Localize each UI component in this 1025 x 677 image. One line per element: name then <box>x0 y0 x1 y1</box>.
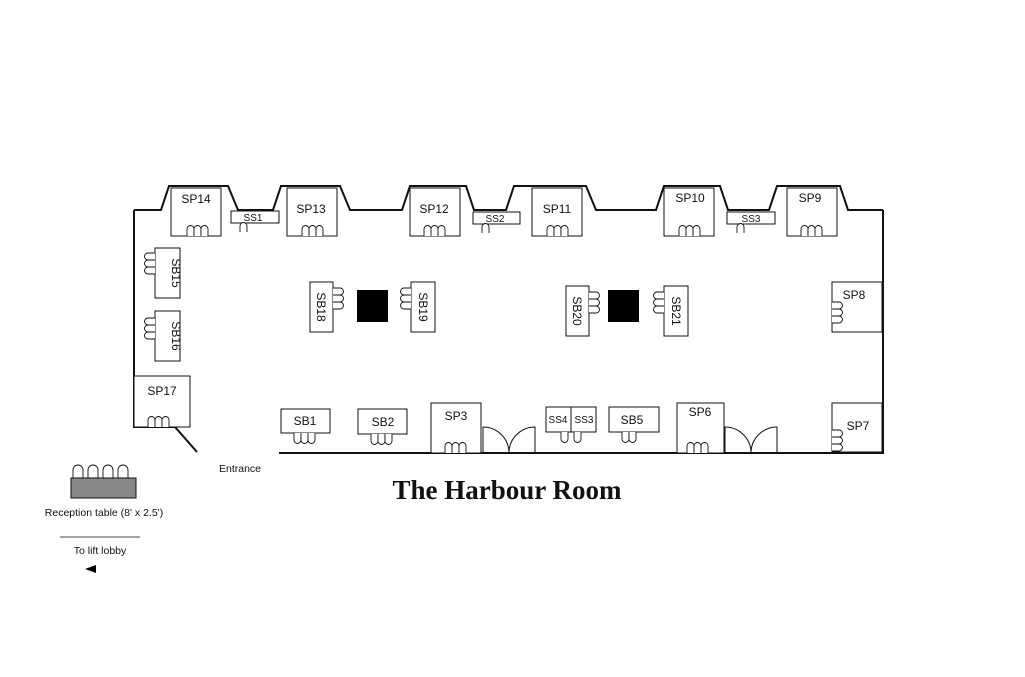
reception-label: Reception table (8' x 2.5') <box>45 507 163 519</box>
chair-icon <box>370 434 393 445</box>
booth-label: SB18 <box>314 292 328 322</box>
page-title: The Harbour Room <box>392 475 622 505</box>
booth-label: SP17 <box>147 384 177 398</box>
booth-sb5[interactable]: SB5 <box>608 406 660 443</box>
booth-sp7[interactable]: SP7 <box>831 402 883 453</box>
booth-label: SS3 <box>742 214 761 225</box>
booth-label: SB2 <box>372 415 395 429</box>
chair-icon <box>333 287 344 310</box>
lift-lobby-label: To lift lobby <box>74 545 127 557</box>
booth-sb16[interactable]: SB16 <box>144 310 183 362</box>
booth-label: SS1 <box>244 213 263 224</box>
door-east <box>724 426 778 454</box>
booth-ss2[interactable]: SS2 <box>472 211 521 233</box>
reception-table <box>70 464 137 499</box>
chair-icon <box>186 225 209 236</box>
arrow-left-icon <box>85 565 96 573</box>
entrance-label: Entrance <box>219 463 261 475</box>
chair-icon <box>546 225 569 236</box>
chair-icon <box>678 225 701 236</box>
booth-label: SP8 <box>843 288 866 302</box>
booth-label: SB16 <box>169 321 183 351</box>
booth-sp6[interactable]: SP6 <box>676 402 725 454</box>
chair-icon <box>423 225 446 236</box>
booth-sp14[interactable]: SP14 <box>170 187 222 237</box>
booth-sp10[interactable]: SP10 <box>663 187 715 237</box>
booth-label: SS4 <box>549 415 568 426</box>
booth-label: SP13 <box>296 202 326 216</box>
booth-sb2[interactable]: SB2 <box>357 408 408 445</box>
booth-sp8[interactable]: SP8 <box>831 281 883 333</box>
booth-sp13[interactable]: SP13 <box>286 187 338 237</box>
chair-icon <box>147 416 170 427</box>
chair-icon <box>144 317 155 340</box>
chair-icon <box>589 291 600 314</box>
chair-icon <box>293 433 316 444</box>
booth-ss3-top[interactable]: SS3 <box>726 211 776 233</box>
booth-sb20[interactable]: SB20 <box>565 285 600 337</box>
booth-label: SP9 <box>799 191 822 205</box>
chair-icon <box>832 301 843 324</box>
chair-icon <box>144 252 155 275</box>
chair-icon <box>653 291 664 314</box>
pillar-west <box>357 290 388 322</box>
booth-sp12[interactable]: SP12 <box>409 187 461 237</box>
chair-icon <box>239 222 248 232</box>
booth-sb19[interactable]: SB19 <box>400 281 436 333</box>
booth-label: SB15 <box>169 258 183 288</box>
chair-icon <box>72 464 129 478</box>
booth-label: SP3 <box>445 409 468 423</box>
booth-sb21[interactable]: SB21 <box>653 285 689 337</box>
booth-label: SB20 <box>570 296 584 326</box>
chair-icon <box>686 442 709 453</box>
booth-label: SB5 <box>621 413 644 427</box>
chair-icon <box>573 432 582 443</box>
chair-icon <box>481 223 490 233</box>
booth-label: SB1 <box>294 414 317 428</box>
door-west <box>482 426 536 454</box>
booth-label: SP12 <box>419 202 449 216</box>
booth-sp3[interactable]: SP3 <box>430 402 482 454</box>
booth-sb1[interactable]: SB1 <box>280 408 331 444</box>
chair-icon <box>560 432 569 443</box>
booth-label: SP7 <box>847 419 870 433</box>
booth-label: SP11 <box>543 202 572 216</box>
chair-icon <box>832 429 843 452</box>
chair-icon <box>301 225 324 236</box>
booth-sb15[interactable]: SB15 <box>144 247 183 299</box>
booth-label: SP14 <box>181 192 211 206</box>
booth-sb18[interactable]: SB18 <box>309 281 344 333</box>
booth-label: SB19 <box>416 292 430 322</box>
booth-ss1[interactable]: SS1 <box>230 210 280 232</box>
pillar-east <box>608 290 639 322</box>
chair-icon <box>400 287 411 310</box>
booth-ss3-bottom[interactable]: SS3 <box>570 406 597 443</box>
booth-label: SP6 <box>689 405 712 419</box>
booth-sp17[interactable]: SP17 <box>133 375 191 428</box>
booth-label: SS3 <box>575 415 594 426</box>
chair-icon <box>736 223 745 233</box>
booth-sp9[interactable]: SP9 <box>786 187 838 237</box>
booth-label: SP10 <box>675 191 705 205</box>
chair-icon <box>444 442 467 453</box>
chair-icon <box>621 432 637 443</box>
booth-sp11[interactable]: SP11 <box>531 187 583 237</box>
north-wall <box>134 185 883 211</box>
booth-label: SS2 <box>486 214 505 225</box>
booth-label: SB21 <box>669 296 683 326</box>
chair-icon <box>800 225 823 236</box>
booth-ss4[interactable]: SS4 <box>545 406 572 443</box>
